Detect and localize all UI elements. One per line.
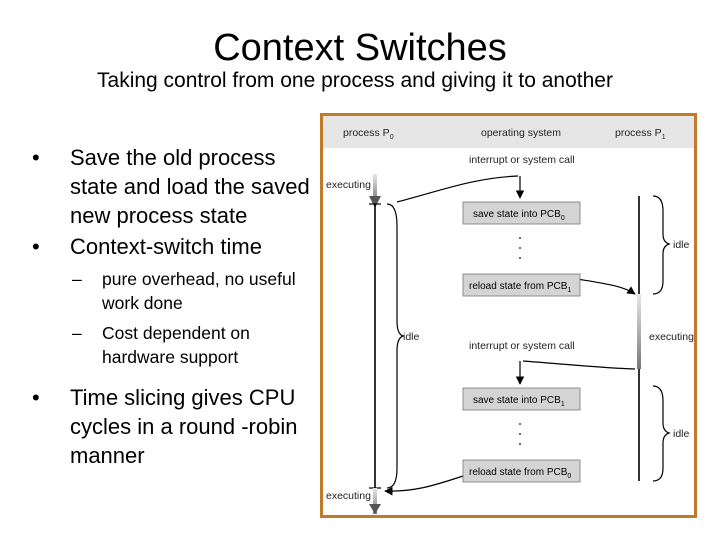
arrow-down-icon (369, 504, 381, 514)
bullet-text: Context-switch time (70, 234, 262, 259)
col-operating-system: operating system (481, 127, 561, 139)
dash-glyph: – (72, 269, 82, 289)
bullet-text: Save the old process state and load the … (70, 145, 310, 228)
bullet-glyph: • (32, 234, 40, 259)
label-executing-bottom: executing (326, 490, 371, 502)
label-idle-right-bottom: idle (673, 428, 690, 440)
box-save-pcb1 (462, 387, 581, 411)
sub-bullet-item: – pure overhead, no useful work done (30, 267, 315, 315)
bullet-item: • Time slicing gives CPU cycles in a rou… (30, 383, 315, 470)
col-process-p1: process P1 (615, 127, 666, 141)
p1-executing-bar (637, 294, 641, 369)
p0-executing-bar-top (373, 174, 377, 202)
context-switch-diagram: process P0 operating system process P1 e… (320, 113, 697, 518)
column-header-band (323, 116, 694, 148)
label-interrupt-1: interrupt or system call (469, 154, 575, 166)
slide-subtitle: Taking control from one process and givi… (97, 69, 613, 92)
label-idle-left: idle (403, 331, 420, 343)
ellipsis-dot (519, 443, 521, 445)
arrow-p0-to-os (396, 175, 519, 203)
ellipsis-dot (519, 257, 521, 259)
arrow-to-p1 (576, 278, 636, 295)
idle-brace-left (386, 203, 405, 489)
bullet-item: • Context-switch time (30, 232, 315, 261)
arrow-p1-to-os (522, 360, 636, 370)
ellipsis-dot (519, 247, 521, 249)
p0-executing-bar-bottom (373, 488, 377, 514)
slide-title: Context Switches (213, 27, 507, 69)
col-process-p0: process P0 (343, 127, 394, 141)
arrow-down-icon (369, 196, 381, 208)
bullet-glyph: • (32, 385, 40, 410)
idle-brace-right-top (652, 195, 671, 295)
bullet-glyph: • (32, 145, 40, 170)
arrow-to-p0 (384, 475, 464, 496)
label-save-pcb1: save state into PCB1 (473, 395, 565, 408)
dash-glyph: – (72, 323, 82, 343)
label-interrupt-2: interrupt or system call (469, 340, 575, 352)
box-save-pcb0 (462, 201, 581, 225)
idle-brace-right-bottom (652, 385, 671, 482)
sub-bullet-text: Cost dependent on hardware support (102, 323, 250, 367)
box-reload-pcb0 (462, 459, 581, 483)
label-executing-right: executing (649, 331, 694, 343)
sub-bullet-item: – Cost dependent on hardware support (30, 321, 315, 369)
label-reload-pcb1: reload state from PCB1 (469, 281, 571, 294)
diagram-svg: process P0 operating system process P1 e… (323, 116, 694, 514)
label-reload-pcb0: reload state from PCB0 (469, 467, 571, 480)
bullet-text: Time slicing gives CPU cycles in a round… (70, 385, 298, 468)
label-save-pcb0: save state into PCB0 (473, 209, 565, 222)
label-executing-top: executing (326, 179, 371, 191)
bullet-list: • Save the old process state and load th… (30, 143, 315, 472)
bullet-item: • Save the old process state and load th… (30, 143, 315, 230)
ellipsis-dot (519, 423, 521, 425)
box-reload-pcb1 (462, 273, 581, 297)
ellipsis-dot (519, 433, 521, 435)
ellipsis-dot (519, 237, 521, 239)
sub-bullet-text: pure overhead, no useful work done (102, 269, 296, 313)
label-idle-right-top: idle (673, 239, 690, 251)
